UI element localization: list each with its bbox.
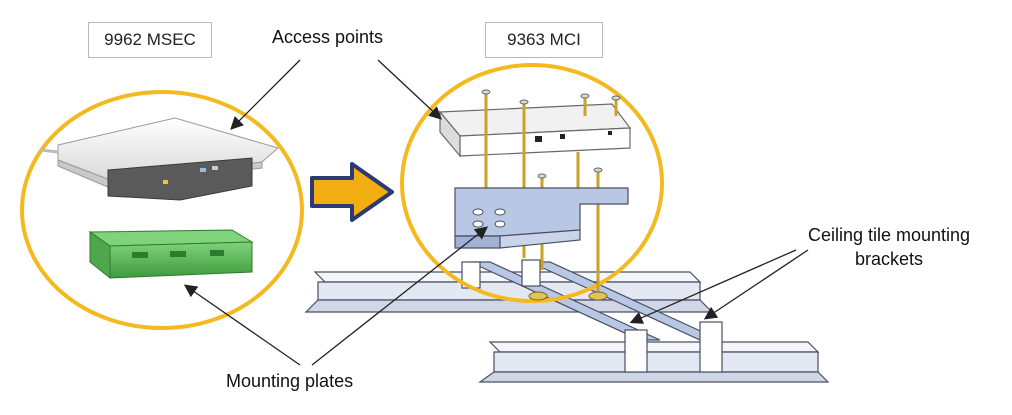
ceiling-rail-front <box>480 342 828 382</box>
callout-ceiling-brackets-line1: Ceiling tile mounting <box>774 224 1004 246</box>
callout-access-points: Access points <box>272 26 383 48</box>
model-label-9962: 9962 MSEC <box>88 22 212 58</box>
mounting-plate-9962 <box>90 230 252 278</box>
arrow-mounting-plates-left <box>186 286 300 365</box>
access-point-9962 <box>40 118 278 200</box>
arrow-access-points-right <box>378 60 440 118</box>
mounting-plate-9363 <box>455 188 628 248</box>
transition-arrow <box>312 164 392 220</box>
access-point-9363 <box>440 104 630 156</box>
callout-mounting-plates: Mounting plates <box>226 370 353 392</box>
model-label-9363: 9363 MCI <box>485 22 603 58</box>
callout-ceiling-brackets-line2: brackets <box>774 248 1004 270</box>
arrow-access-points-left <box>232 60 300 128</box>
